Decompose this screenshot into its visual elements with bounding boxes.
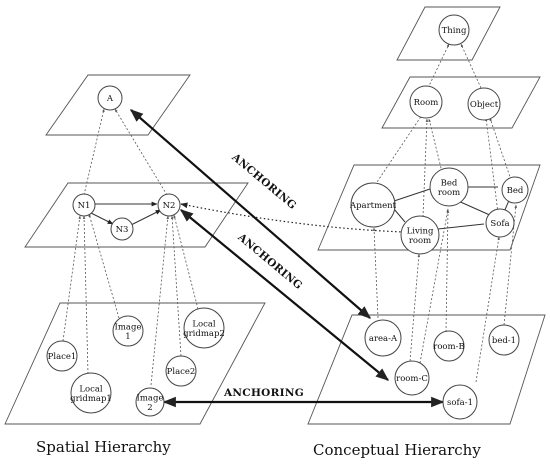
- node-label: area-A: [369, 334, 398, 344]
- node-label: Place1: [48, 352, 77, 362]
- node-circle: [433, 330, 465, 362]
- node-roomb: room-B: [433, 330, 465, 362]
- plane-conceptual-upper: [381, 76, 541, 129]
- node-label: 1: [125, 332, 130, 342]
- node-label: Sofa: [490, 219, 509, 229]
- node-sofa: Sofa: [485, 208, 515, 238]
- node-roomc: room-C: [394, 360, 430, 396]
- node-label: Bed: [441, 178, 458, 188]
- node-circle: [183, 307, 225, 349]
- node-circle: [46, 340, 78, 372]
- node-circle: [135, 387, 165, 417]
- conceptual-hierarchy-title: Conceptual Hierarchy: [313, 441, 481, 459]
- node-label: Local: [79, 384, 103, 394]
- node-label: Image: [115, 322, 142, 332]
- plane-conceptual-top: [396, 6, 501, 61]
- node-circle: [501, 176, 529, 204]
- node-label: Bed: [507, 186, 524, 196]
- node-label: sofa-1: [447, 398, 473, 408]
- node-label: bed-1: [492, 336, 516, 346]
- node-circle: [438, 14, 470, 46]
- node-circle: [112, 315, 144, 347]
- node-label: Apartment: [349, 201, 397, 211]
- node-circle: [400, 215, 440, 255]
- node-circle: [70, 372, 112, 414]
- node-place2: Place2: [165, 355, 197, 387]
- node-room: Room: [409, 85, 443, 119]
- node-circle: [409, 85, 443, 119]
- node-label: Image: [137, 393, 164, 403]
- node-circle: [488, 324, 520, 356]
- node-label: room-C: [396, 374, 428, 384]
- node-label: Local: [192, 319, 216, 329]
- anchoring-label-3: ANCHORING: [223, 387, 304, 399]
- node-n3: N3: [110, 217, 134, 241]
- node-label: room: [409, 236, 431, 246]
- node-label: 2: [147, 403, 152, 413]
- node-label: N3: [116, 225, 129, 235]
- node-label: N2: [163, 201, 176, 211]
- node-thing: Thing: [438, 14, 470, 46]
- node-label: N1: [78, 201, 91, 211]
- node-label: Place2: [167, 367, 196, 377]
- node-label: Thing: [442, 26, 467, 36]
- node-apartment: Apartment: [349, 182, 397, 228]
- node-bed: Bed: [501, 176, 529, 204]
- node-label: Room: [414, 98, 439, 108]
- node-circle: [485, 208, 515, 238]
- node-n1: N1: [72, 193, 96, 217]
- node-label: gridmap2: [183, 329, 225, 339]
- node-areaa: area-A: [364, 319, 402, 357]
- node-circle: [467, 87, 501, 121]
- node-circle: [364, 319, 402, 357]
- node-circle: [110, 217, 134, 241]
- node-circle: [350, 182, 396, 228]
- node-circle: [165, 355, 197, 387]
- node-circle: [429, 167, 469, 207]
- node-circle: [72, 193, 96, 217]
- anchoring-arrow-n2-roomc: [179, 209, 390, 381]
- node-circle: [394, 360, 430, 396]
- node-label: Object: [470, 100, 499, 110]
- node-label: room: [438, 188, 460, 198]
- node-place1: Place1: [46, 340, 78, 372]
- node-label: room-B: [433, 342, 464, 352]
- spatial-hierarchy-title: Spatial Hierarchy: [36, 438, 171, 456]
- node-circle: [157, 193, 181, 217]
- dotted-link-n2-livingroom: [180, 202, 405, 233]
- node-sofa1: sofa-1: [442, 384, 478, 420]
- node-n2: N2: [157, 193, 181, 217]
- node-a: A: [97, 85, 123, 111]
- node-label: A: [106, 94, 114, 104]
- node-label: Living: [407, 226, 434, 236]
- node-circle: [97, 85, 123, 111]
- node-bed1: bed-1: [488, 324, 520, 356]
- node-object: Object: [467, 87, 501, 121]
- plane-conceptual-bottom: [307, 314, 546, 425]
- node-label: gridmap1: [70, 394, 112, 404]
- node-circle: [442, 384, 478, 420]
